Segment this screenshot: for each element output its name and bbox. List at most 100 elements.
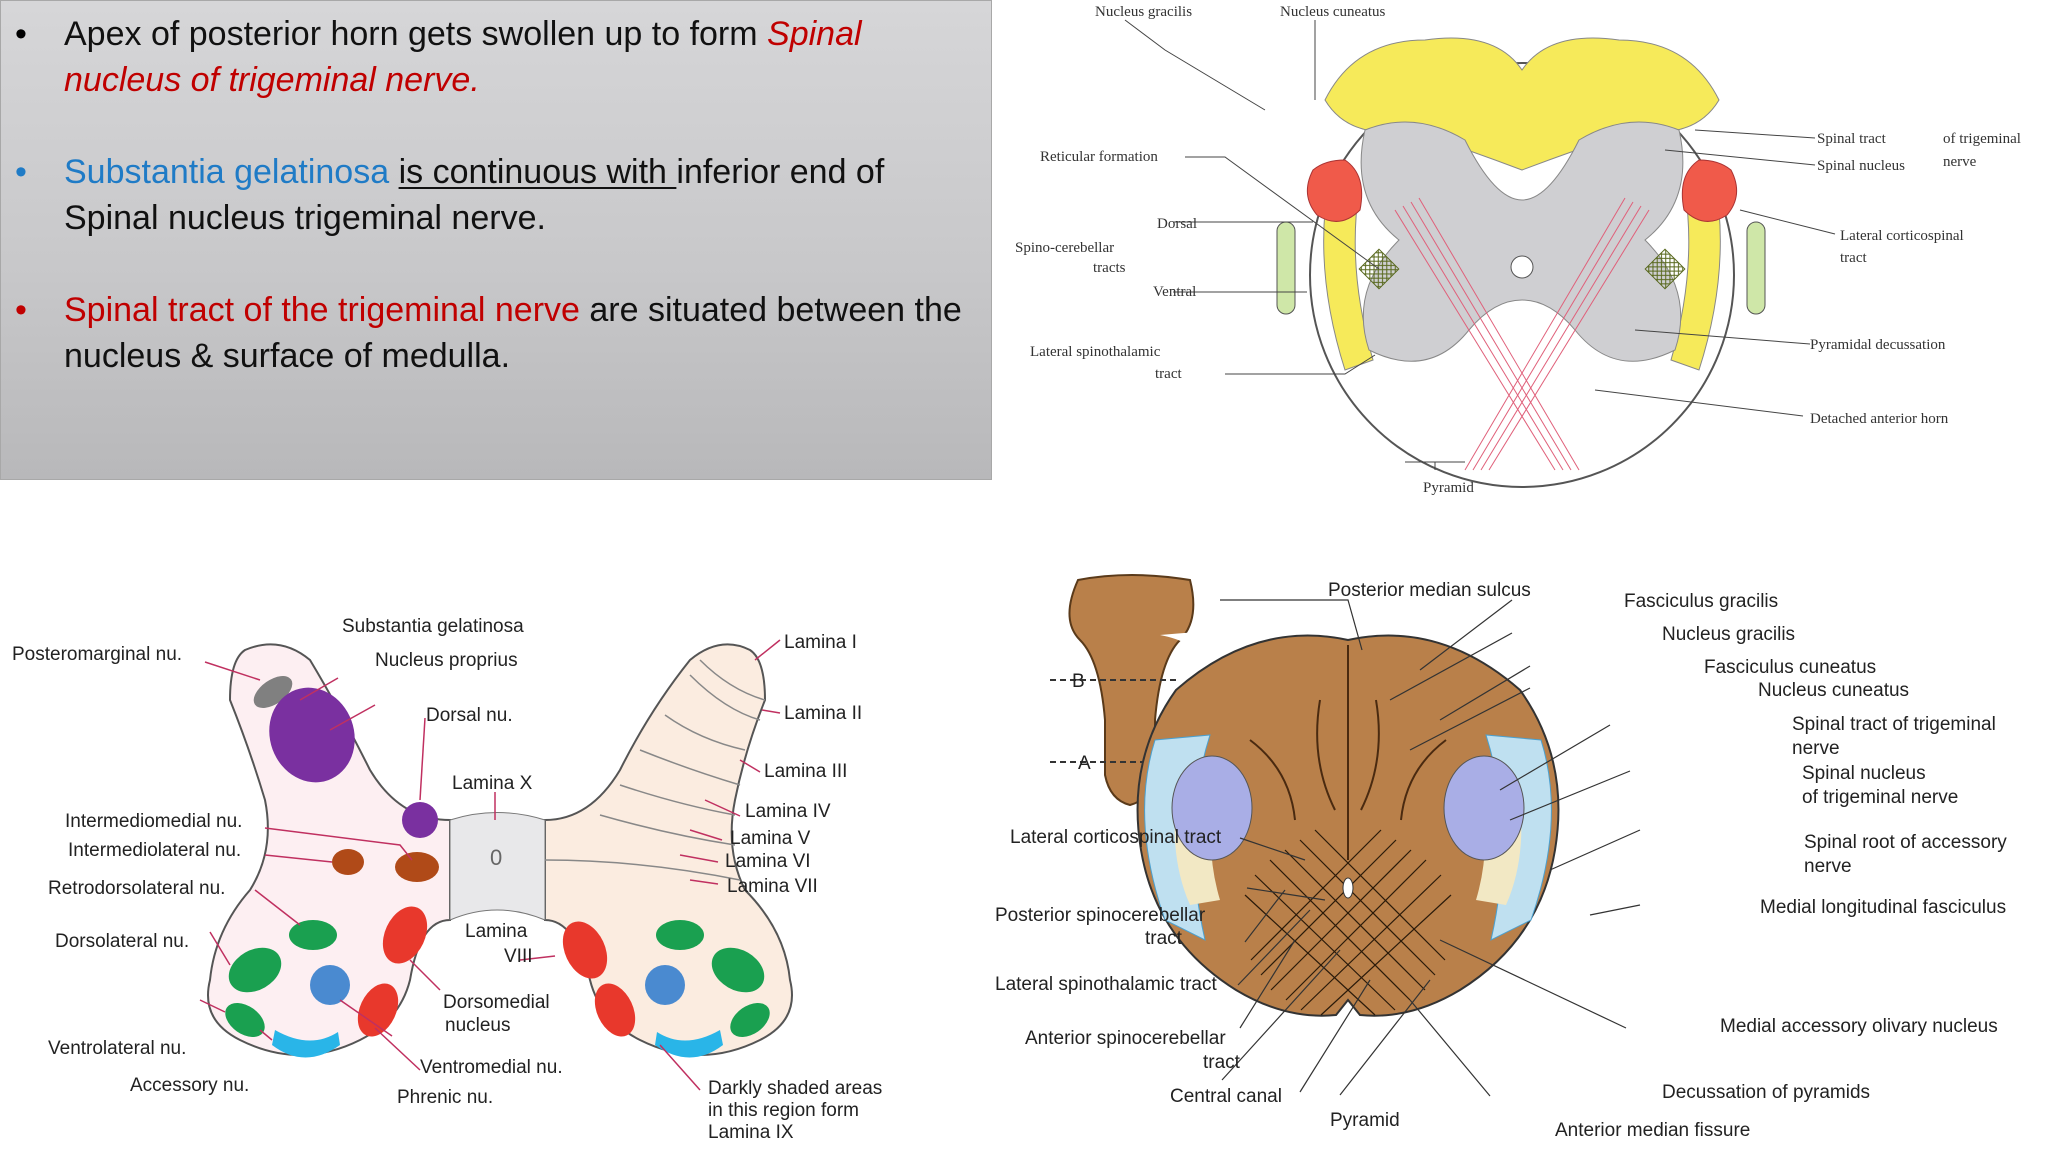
lamina-vi-label: Lamina VI — [725, 851, 811, 872]
of-trigeminal-label-1: of trigeminal — [1943, 131, 2021, 147]
right-spinal-nucleus-trigeminal — [1443, 755, 1525, 861]
intermediomedial-label: Intermediomedial nu. — [65, 811, 242, 832]
bullet-2-text: inferior end of Spinal nucleus trigemina… — [64, 153, 885, 237]
bullet-2-highlight: Substantia gelatinosa — [64, 153, 390, 191]
retrodorsolateral-nucleus — [289, 920, 337, 950]
phrenic-nucleus — [272, 1030, 340, 1058]
medial-nucleus-left — [310, 965, 350, 1005]
fasciculus-cuneatus-label: Fasciculus cuneatus — [1704, 657, 1876, 678]
bullet-2-space — [389, 153, 398, 191]
bullet-3-text: are situated between the nucleus & surfa… — [64, 291, 962, 375]
level-a-label: A — [1078, 753, 1091, 774]
medial-accessory-olivary-label: Medial accessory olivary nucleus — [1720, 1016, 1998, 1037]
central-canal-label: Central canal — [1170, 1086, 1282, 1107]
bullet-3-highlight: Spinal tract of the trigeminal nerve — [64, 291, 580, 329]
ventrolateral-nucleus — [225, 1002, 265, 1038]
dorsomedial-label-1: Dorsomedial — [443, 992, 550, 1013]
bullet-marker-1: • — [15, 15, 27, 53]
anterior-spinocerebellar-label-2: tract — [1203, 1052, 1241, 1073]
right-lateral-tract — [1746, 221, 1766, 315]
of-trigeminal-label-2: nerve — [1943, 154, 1977, 170]
dorsomedial-nucleus — [382, 906, 428, 964]
pyramid-label: Pyramid — [1330, 1110, 1400, 1131]
central-canal-mark: 0 — [490, 845, 502, 870]
ventral-label: Ventral — [1153, 284, 1196, 300]
dorsal-label: Dorsal — [1157, 216, 1197, 232]
spinal-nucleus-label-2: of trigeminal nerve — [1802, 787, 1958, 808]
spinal-tract-trigeminal-label-1: Spinal tract of trigeminal — [1792, 714, 1996, 735]
phrenic-label: Phrenic nu. — [397, 1087, 493, 1108]
right-spinal-nucleus — [1681, 159, 1738, 222]
accessory-label: Accessory nu. — [130, 1075, 249, 1096]
bullet-1-highlight: Spinal nucleus of trigeminal nerve. — [64, 15, 862, 99]
left-spinocerebellar-band — [1323, 179, 1374, 371]
intermediolateral-label: Intermediolateral nu. — [68, 840, 241, 861]
lateral-corticospinal-label: Lateral corticospinal tract — [1010, 827, 1222, 848]
decussating-pyramidal-fibres — [1244, 829, 1452, 1016]
lamina-iii-label: Lamina III — [764, 761, 847, 782]
lamina-x-region — [449, 812, 546, 921]
bullet-marker-3: • — [15, 291, 27, 329]
bullet-2: Substantia gelatinosa is continuous with… — [64, 149, 984, 241]
lamina-vii-label: Lamina VII — [727, 876, 818, 897]
spinal-nucleus-label: Spinal nucleus — [1817, 158, 1905, 174]
spinal-root-accessory-label-1: Spinal root of accessory — [1804, 832, 2007, 853]
lamina-viii-label-2: VIII — [504, 946, 533, 967]
spinal-laminae-diagram: 0 — [12, 616, 882, 1143]
ventrolateral-label: Ventrolateral nu. — [48, 1038, 186, 1059]
lat-spinothalamic-label-2: tract — [1155, 366, 1182, 382]
nucleus-proprius-label: Nucleus proprius — [375, 650, 518, 671]
lamina-i-label: Lamina I — [784, 632, 857, 653]
dorsal-nucleus — [402, 802, 438, 838]
intermediolateral-nucleus — [332, 849, 364, 875]
anterior-median-fissure-label: Anterior median fissure — [1555, 1120, 1750, 1141]
lamina-ii-label: Lamina II — [784, 703, 862, 724]
left-spinal-nucleus-trigeminal — [1171, 755, 1253, 861]
retrodorsolateral-label: Retrodorsolateral nu. — [48, 878, 225, 899]
bullet-1-text: Apex of posterior horn gets swollen up t… — [64, 15, 768, 53]
lamina-ix-red-1 — [562, 921, 608, 979]
medulla-section-diagram: Nucleus gracilis Nucleus cuneatus Reticu… — [1015, 4, 2021, 496]
dorsolateral-nucleus — [228, 947, 282, 993]
spinal-tract-label: Spinal tract — [1817, 131, 1887, 147]
central-canal — [1510, 255, 1534, 279]
fasciculus-gracilis-label: Fasciculus gracilis — [1624, 591, 1778, 612]
pyramid-decussation-diagram: B A Posterior median sulcus Fasciculus — [995, 574, 2007, 1141]
lat-spinothalamic-label-1: Lateral spinothalamic — [1030, 344, 1161, 360]
bullet-3: Spinal tract of the trigeminal nerve are… — [64, 287, 984, 379]
lamina-ix-blue — [645, 965, 685, 1005]
pyramidal-decussation-fibres — [1394, 197, 1650, 471]
darkly-shaded-label-1: Darkly shaded areas — [708, 1078, 882, 1099]
right-spinocerebellar-band — [1670, 179, 1721, 371]
spino-cerebellar-label-1: Spino-cerebellar — [1015, 240, 1114, 256]
lamina-x-label: Lamina X — [452, 773, 533, 794]
reticular-formation-label: Reticular formation — [1040, 149, 1158, 165]
lamina-v-label: Lamina V — [730, 828, 811, 849]
posteromarginal-nucleus — [253, 676, 293, 708]
lamina-ix-red-2 — [594, 983, 636, 1037]
grey-matter — [1360, 121, 1684, 362]
grey-matter-outline — [1249, 645, 1447, 860]
lat-corticospinal-label-2: tract — [1840, 250, 1867, 266]
substantia-gelatinosa-label: Substantia gelatinosa — [342, 616, 524, 637]
text-panel: • Apex of posterior horn gets swollen up… — [0, 0, 992, 480]
lamina-viii-label-1: Lamina — [465, 921, 528, 942]
spinal-nucleus-label-1: Spinal nucleus — [1802, 763, 1926, 784]
bullet-2-underlined: is continuous with — [398, 153, 677, 191]
dorsal-nu-label: Dorsal nu. — [426, 705, 513, 726]
central-canal — [1342, 877, 1354, 899]
nucleus-cuneatus-label: Nucleus cuneatus — [1280, 4, 1386, 20]
nucleus-proprius — [269, 687, 355, 783]
lateral-spinothalamic-label: Lateral spinothalamic tract — [995, 974, 1217, 995]
decussation-of-pyramids-label: Decussation of pyramids — [1662, 1082, 1870, 1103]
lamina-ix-green-3 — [730, 1002, 770, 1038]
spinal-tract-trigeminal-label-2: nerve — [1792, 738, 1840, 759]
left-lateral-tract — [1276, 221, 1296, 315]
lamina-ix-cyan — [655, 1030, 723, 1058]
darkly-shaded-label-2: in this region form — [708, 1100, 859, 1121]
bullet-marker-2: • — [15, 153, 27, 191]
intermediomedial-nucleus — [395, 852, 439, 882]
nucleus-gracilis-label: Nucleus gracilis — [1662, 624, 1795, 645]
posterior-median-sulcus-label: Posterior median sulcus — [1328, 580, 1531, 601]
lamina-iv-label: Lamina IV — [745, 801, 831, 822]
